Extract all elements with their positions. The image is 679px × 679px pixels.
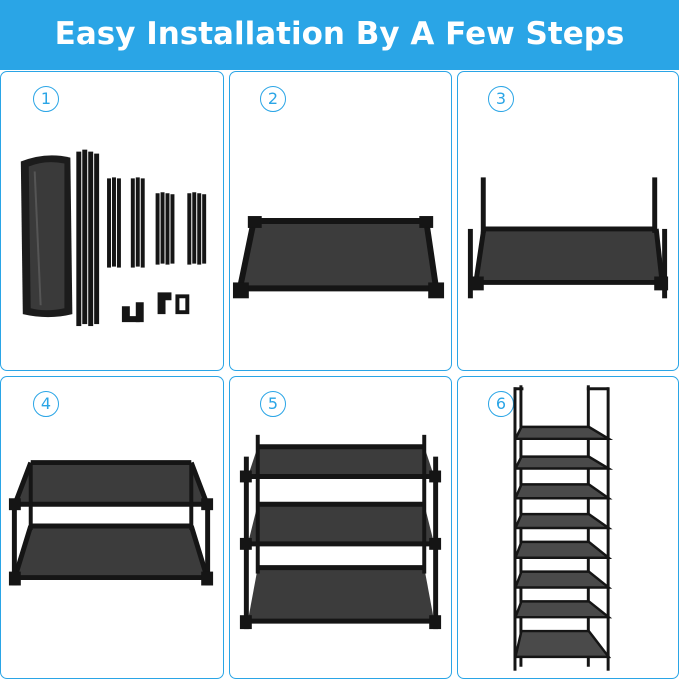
- shelf-with-legs-illustration: [467, 177, 669, 299]
- step-number-badge: 1: [33, 86, 59, 112]
- step-number-badge: 4: [33, 391, 59, 417]
- two-tier-rack-illustration: [8, 460, 214, 586]
- step-number-badge: 2: [260, 86, 286, 112]
- parts-kit-illustration: [20, 149, 207, 327]
- step-panel-3: 3: [457, 71, 679, 371]
- page-title: Easy Installation By A Few Steps: [54, 16, 625, 52]
- eight-tier-tower-illustration: [513, 385, 614, 671]
- step-number-badge: 5: [260, 391, 286, 417]
- step-number-badge: 3: [488, 86, 514, 112]
- header-banner: Easy Installation By A Few Steps: [0, 0, 679, 70]
- step-panel-1: 1: [0, 71, 224, 371]
- step-panel-2: 2: [229, 71, 452, 371]
- single-shelf-frame-illustration: [232, 216, 445, 299]
- step-panel-6: 6: [457, 376, 679, 679]
- three-tier-rack-illustration: [239, 434, 442, 630]
- step-panel-5: 5: [229, 376, 452, 679]
- step-panel-4: 4: [0, 376, 224, 679]
